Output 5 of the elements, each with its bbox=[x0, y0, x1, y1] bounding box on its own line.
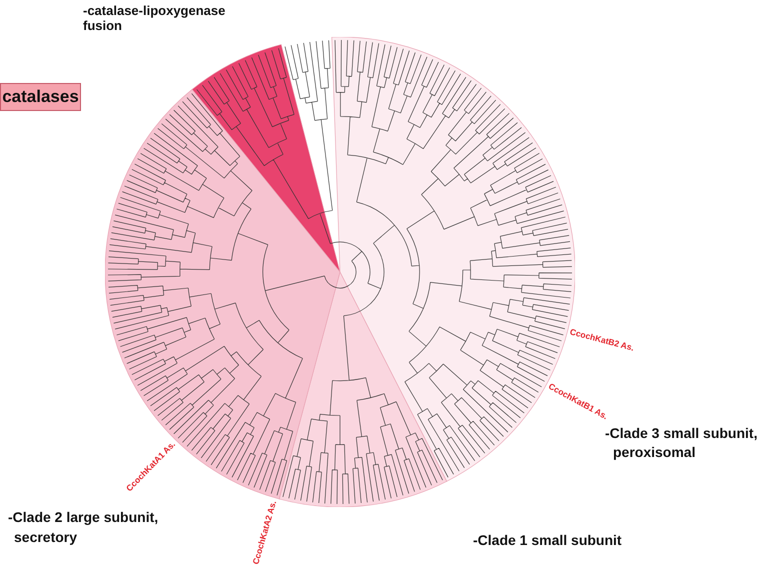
clade-annotation: -catalase-lipoxygenase fusion bbox=[83, 3, 226, 33]
clade-annotation: -Clade 2 large subunit, secretory bbox=[8, 508, 160, 547]
clade-annotation: -Clade 1 small subunit bbox=[473, 531, 622, 550]
group-label: catalases bbox=[0, 83, 81, 111]
clade-annotation: -Clade 3 small subunit, peroxisomal bbox=[605, 424, 758, 462]
